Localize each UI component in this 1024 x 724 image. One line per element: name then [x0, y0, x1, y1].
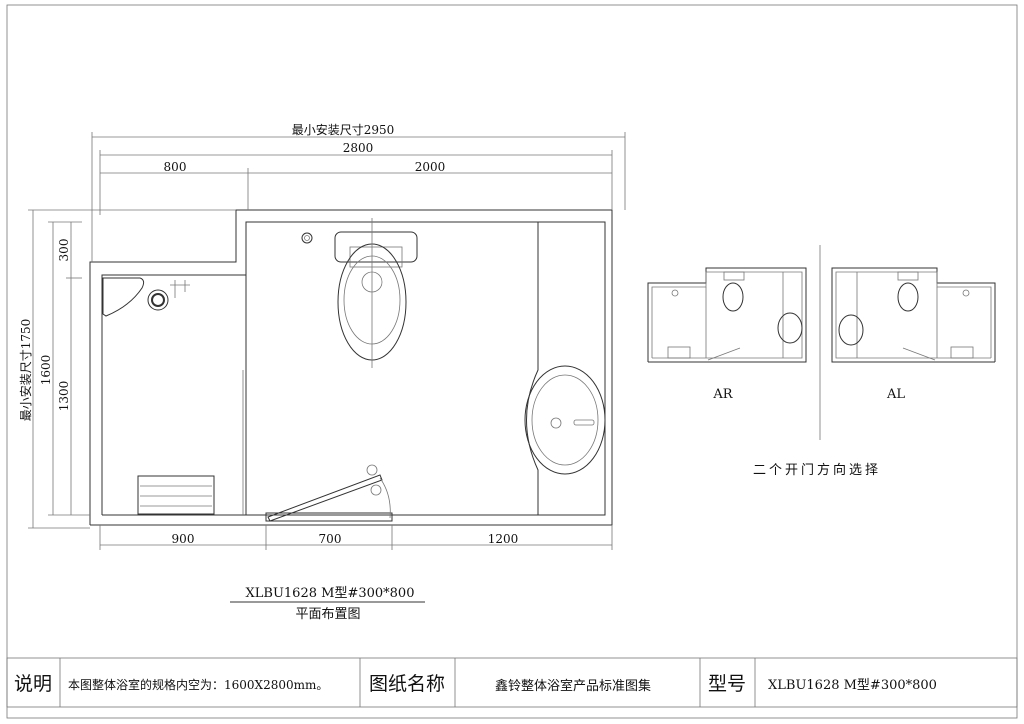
variant-al-plan: [831, 267, 996, 363]
washbasin-icon: [524, 365, 606, 475]
corner-shelf-icon: [102, 277, 145, 317]
drawing-name: 鑫铃整体浴室产品标准图集: [495, 678, 651, 694]
door-swing-icon: [265, 464, 393, 522]
outer-wall: [89, 209, 613, 526]
variant-ar-plan: [647, 267, 807, 363]
dimension-lines: [28, 132, 626, 550]
note-text: 本图整体浴室的规格内空为：1600X2800mm。: [68, 677, 328, 692]
dim-top-left: 800: [164, 160, 187, 174]
dim-min-install-width: 最小安装尺寸2950: [292, 122, 395, 137]
plan-model-label: XLBU1628 M型#300*800: [246, 586, 415, 601]
variants-caption: 二个开门方向选择: [753, 462, 881, 478]
floor-drain-icon: [301, 232, 313, 244]
dim-depth-main: 1300: [57, 381, 71, 412]
shower-head-icon: [147, 289, 169, 311]
dim-total-width: 2800: [343, 141, 374, 155]
model-no-label: 型号: [708, 673, 746, 695]
variant-ar-label: AR: [712, 387, 733, 402]
variant-al-label: AL: [886, 387, 905, 402]
dim-bottom-door: 700: [319, 532, 342, 546]
toilet-icon: [334, 218, 418, 368]
title-block: [6, 657, 1018, 708]
main-floor-plan: [89, 209, 613, 526]
dim-bottom-left: 900: [172, 532, 195, 546]
plan-caption: 平面布置图: [295, 607, 360, 622]
inner-wall: [101, 221, 606, 516]
dim-bottom-right: 1200: [488, 532, 519, 546]
towel-rack-icon: [137, 475, 215, 515]
dim-top-right: 2000: [415, 160, 446, 174]
note-label: 说明: [14, 673, 52, 695]
dim-depth-top: 300: [57, 239, 71, 262]
sheet-border: [6, 4, 1018, 719]
model-no: XLBU1628 M型#300*800: [768, 678, 937, 693]
dim-depth: 1600: [39, 355, 53, 386]
vanity-edge: [526, 222, 539, 515]
drawing-name-label: 图纸名称: [369, 673, 445, 695]
dim-min-install-depth: 最小安装尺寸1750: [18, 319, 33, 422]
